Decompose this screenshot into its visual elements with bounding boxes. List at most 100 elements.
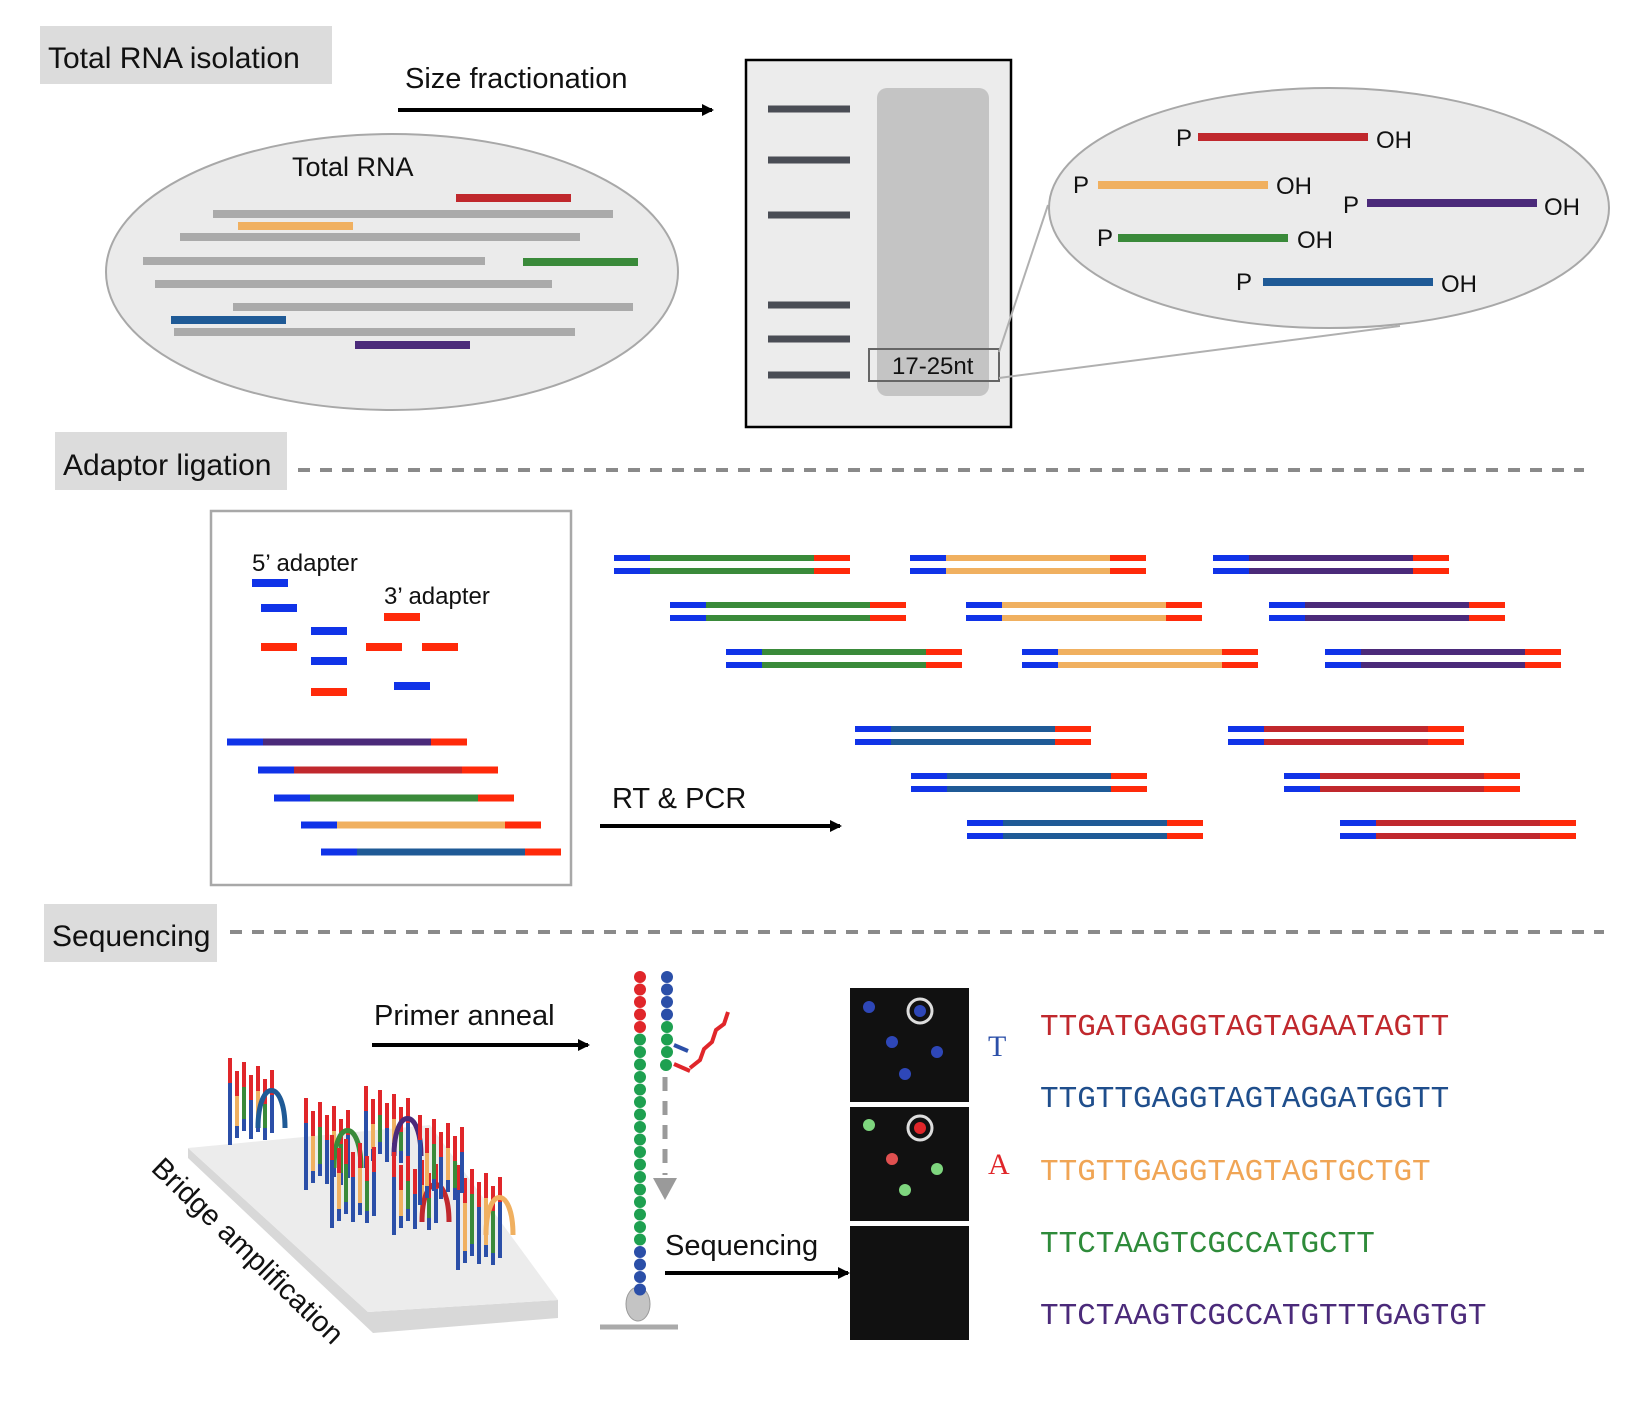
bridge-cluster [418, 1115, 464, 1205]
amplicon [966, 602, 1202, 621]
hydroxyl-label: OH [1297, 227, 1333, 254]
isolation-section: Total RNA isolation Size fractionation T… [40, 26, 1610, 429]
amplicon [910, 555, 1146, 574]
sequence-read-4: TTCTAAGTCGCCATGCTT [1040, 1227, 1375, 1262]
cluster-dot-green [899, 1184, 911, 1196]
read-sequences: TTGATGAGGTAGTAGAATAGTT TTGTTGAGGTAGTAGGA… [1040, 1010, 1486, 1334]
hydroxyl-label: OH [1376, 127, 1412, 154]
nucleotide-dot [634, 1171, 646, 1183]
small-rna-molecules: P OH P OH P OH P OH P OH [1073, 125, 1580, 298]
ligation-section-label-bg [55, 432, 287, 490]
nucleotide-dot [634, 1183, 646, 1196]
cluster-dot-blue [899, 1068, 911, 1080]
phosphate-label: P [1097, 225, 1113, 252]
nucleotide-dot [661, 983, 673, 996]
total-rna-label: Total RNA [292, 152, 414, 182]
cluster-dot-blue [863, 1001, 875, 1013]
ladder-bands [768, 105, 850, 379]
nucleotide-dot [634, 1121, 646, 1133]
nucleotide-dot [661, 1021, 673, 1033]
phosphate-label: P [1343, 192, 1359, 219]
sequence-read-2: TTGTTGAGGTAGTAGGATGGTT [1040, 1082, 1449, 1117]
size-window-label: 17-25nt [892, 353, 974, 380]
zoom-line [998, 325, 1401, 379]
cluster-dot-blue [886, 1036, 898, 1048]
nucleotide-dot [634, 1146, 646, 1158]
sequencing-section-label: Sequencing [52, 920, 210, 953]
base-call-1: T [988, 1030, 1006, 1063]
sequencing-step-label: Sequencing [665, 1230, 818, 1262]
amplicon [670, 602, 906, 621]
nucleotide-dot [634, 1108, 646, 1121]
phosphate-label: P [1236, 269, 1252, 296]
nucleotide-dot [634, 983, 646, 996]
nucleotide-dot [634, 1046, 646, 1058]
small-rna-ellipse [1048, 87, 1610, 329]
amplicon [1022, 649, 1258, 668]
nucleotide-dot [634, 971, 646, 983]
amplicon [855, 726, 1091, 745]
hydroxyl-label: OH [1276, 173, 1312, 200]
amplicon [1340, 820, 1576, 839]
amplicon [614, 555, 850, 574]
sequence-read-5: TTCTAAGTCGCCATGTTTGAGTGT [1040, 1299, 1486, 1334]
cluster-dot-blue [931, 1046, 943, 1058]
primer-red [673, 1062, 691, 1073]
amplicon [1213, 555, 1449, 574]
amplicon [1228, 726, 1464, 745]
nucleotide-dot [661, 1046, 673, 1058]
phosphate-label: P [1176, 125, 1192, 152]
nucleotide-dot [634, 1246, 646, 1258]
primer-blue [673, 1043, 689, 1053]
imaging-panels [850, 988, 969, 1340]
cluster-dot-green [863, 1119, 875, 1131]
sequencing-section-label-bg [44, 904, 217, 962]
isolation-section-label-bg [40, 26, 332, 84]
nucleotide-dot [634, 1021, 646, 1033]
phosphate-label: P [1073, 172, 1089, 199]
amplicon [1284, 773, 1520, 792]
sequence-read-1: TTGATGAGGTAGTAGAATAGTT [1040, 1010, 1449, 1045]
size-window-box [868, 348, 1000, 382]
nucleotide-dot [660, 1059, 672, 1071]
sequence-read-3: TTGTTGAGGTAGTAGTGCTGT [1040, 1155, 1431, 1190]
synthesis-direction-arrowhead [653, 1178, 677, 1200]
adapter-5-label: 5’ adapter [252, 550, 358, 577]
amplicon [1325, 649, 1561, 668]
nucleotide-dot [634, 1071, 646, 1083]
nucleotide-dot [634, 1233, 646, 1246]
primer-anneal-label: Primer anneal [374, 1000, 555, 1032]
nucleotide-dot [634, 1058, 646, 1071]
template-strand [634, 971, 673, 1296]
highlight-ring [906, 1114, 934, 1142]
nucleotide-dot [634, 1083, 646, 1096]
nucleotide-dot [661, 1008, 673, 1021]
amplicon [726, 649, 962, 668]
pcr-amplicons [614, 555, 1576, 839]
nucleotide-dot [634, 1133, 646, 1146]
hydroxyl-label: OH [1544, 194, 1580, 221]
nucleotide-dot [634, 1096, 646, 1108]
nucleotide-dot [634, 1158, 646, 1171]
amplicon [911, 773, 1147, 792]
nucleotide-dot [634, 1208, 646, 1221]
nucleotide-dot [634, 1221, 646, 1233]
nucleotide-dot [634, 1196, 646, 1208]
gel: 17-25nt [744, 58, 1013, 429]
total-rna-ellipse [105, 133, 679, 411]
nucleotide-dot [661, 1033, 673, 1046]
imaging-panel [850, 1226, 969, 1340]
base-call-2: A [988, 1148, 1010, 1181]
amplicon [967, 820, 1203, 839]
cluster-dot-green [931, 1163, 943, 1175]
ligation-box [209, 509, 573, 887]
ligation-section-label: Adaptor ligation [63, 449, 271, 482]
hydroxyl-label: OH [1441, 271, 1477, 298]
cluster-dot-blue [914, 1005, 926, 1017]
size-fractionation-label: Size fractionation [405, 63, 627, 95]
cluster-dot-red [886, 1153, 898, 1165]
nucleotide-dot [634, 1283, 646, 1296]
ligated-molecules [227, 738, 561, 856]
bridge-arc [255, 1088, 288, 1129]
